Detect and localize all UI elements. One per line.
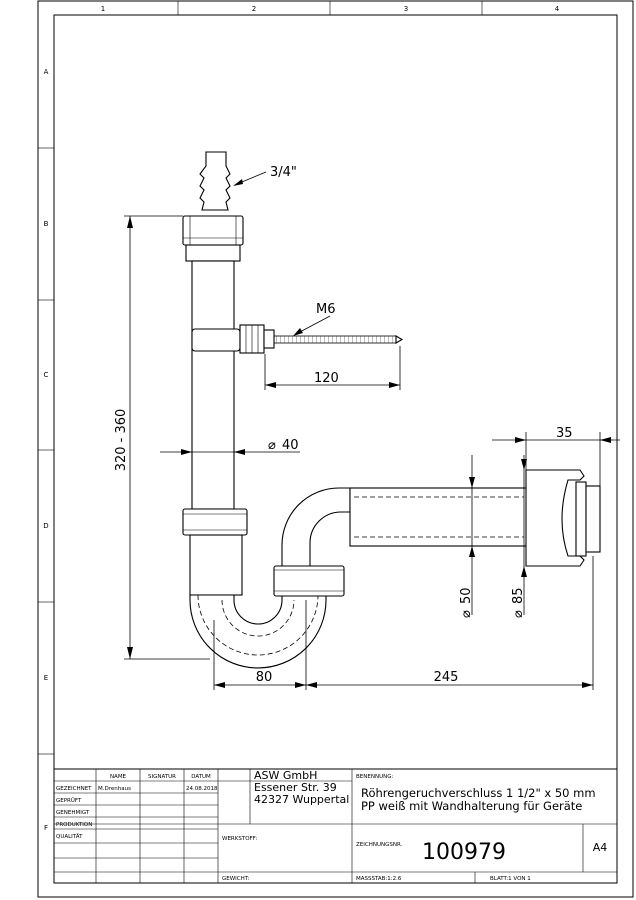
row-label-production: PRODUKTION — [56, 822, 92, 828]
hose-thread-label: 3/4" — [270, 165, 297, 180]
wall-bracket — [191, 328, 241, 352]
siphon-part — [182, 151, 601, 669]
grid-col-1: 1 — [101, 5, 105, 13]
weight-label: GEWICHT: — [222, 876, 250, 882]
screw-length-label: 120 — [314, 371, 339, 386]
drawing-no-label: ZEICHNUNGSNR. — [356, 842, 403, 848]
inner-diameter-label: 50 — [459, 587, 474, 604]
grid-row-f: F — [44, 824, 48, 832]
row-label-checked: GEPRÜFT — [56, 797, 82, 804]
grid-col-4: 4 — [555, 5, 560, 13]
material-label: WERKSTOFF: — [222, 836, 257, 842]
drawing-number: 100979 — [422, 840, 506, 865]
horizontal-pipe — [349, 487, 529, 547]
sheet-size: A4 — [593, 841, 608, 854]
company-street: Essener Str. 39 — [254, 781, 337, 794]
outlet-elbow — [281, 487, 351, 567]
lower-nut — [182, 508, 248, 536]
grid-row-b: B — [44, 220, 49, 228]
trap-offset-label: 80 — [256, 670, 273, 685]
designation-line-2: PP weiß mit Wandhalterung für Geräte — [361, 799, 582, 813]
wall-flange — [525, 469, 585, 567]
height-range-label: 320 - 360 — [114, 409, 129, 472]
scale-label: MASSSTAB:1:2.6 — [356, 876, 402, 882]
row-date-drawn: 24.08.2018 — [186, 786, 218, 792]
designation-line-1: Röhrengeruchverschluss 1 1/2" x 50 mm — [361, 786, 596, 800]
row-label-quality: QUALITÄT — [56, 833, 83, 840]
row-name-drawn: M.Drenhaus — [98, 786, 131, 792]
u-bend — [189, 594, 327, 669]
diameter-symbol-40: ⌀ — [268, 438, 276, 453]
diameter-symbol-85: ⌀ — [511, 610, 526, 618]
sheet-count-label: BLATT:1 VON 1 — [490, 876, 531, 882]
grid-col-2: 2 — [252, 5, 256, 13]
row-label-drawn: GEZEICHNET — [56, 786, 92, 792]
row-label-approved: GENEHMIGT — [56, 810, 90, 816]
col-date-header: DATUM — [191, 774, 211, 780]
dimension-lines — [124, 171, 620, 690]
grid-row-c: C — [44, 371, 49, 379]
diameter-symbol-50: ⌀ — [459, 610, 474, 618]
outer-diameter-label: 85 — [511, 587, 526, 604]
grid-row-a: A — [44, 68, 49, 76]
col-name-header: NAME — [110, 774, 127, 780]
vertical-pipe — [191, 260, 235, 510]
title-block — [53, 768, 618, 884]
top-nut — [182, 215, 244, 246]
grid-row-e: E — [44, 674, 48, 682]
hose-barb — [199, 151, 231, 211]
flange-width-label: 35 — [556, 426, 573, 441]
company-name: ASW GmbH — [254, 769, 317, 782]
screw-thread-label: M6 — [316, 302, 336, 317]
bend-nut — [273, 565, 345, 597]
col-signature-header: SIGNATUR — [148, 774, 176, 780]
grid-col-3: 3 — [404, 5, 408, 13]
pipe-diameter-label: 40 — [282, 438, 299, 453]
designation-label: BENENNUNG: — [356, 774, 393, 780]
horizontal-length-label: 245 — [434, 670, 459, 685]
company-city: 42327 Wuppertal — [254, 793, 349, 806]
grid-row-d: D — [43, 522, 48, 530]
